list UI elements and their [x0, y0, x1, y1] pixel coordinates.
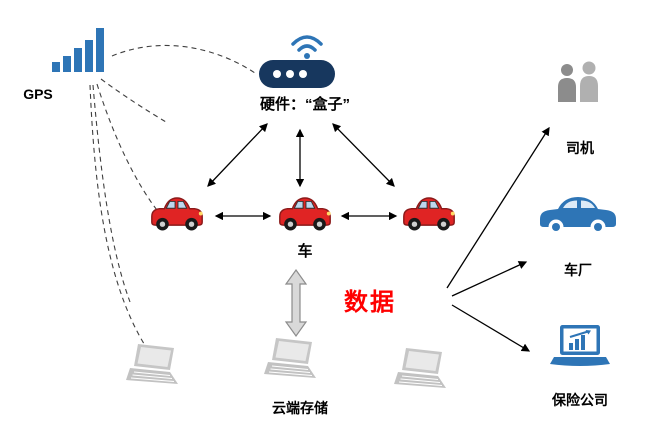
- dashed-link-gps-cloud: [89, 84, 147, 348]
- gps-dashed-links: [89, 44, 256, 348]
- data-label: 数据: [344, 290, 396, 316]
- thick-arrow-car-cloud: [284, 268, 308, 338]
- signal-bars-icon: [52, 28, 104, 72]
- arrow-data-factory: [451, 261, 528, 297]
- blue-car-icon: [540, 197, 616, 235]
- people-icon: [558, 61, 598, 102]
- car-label: 车: [297, 243, 313, 260]
- cloud-label: 云端存储: [272, 400, 328, 416]
- arrow-data-insurance: [451, 304, 531, 352]
- red-car-icon-1: [146, 193, 208, 236]
- arrow-router-car1: [207, 123, 268, 187]
- red-car-icon-3: [398, 193, 460, 236]
- laptop-chart-icon: [550, 325, 610, 366]
- dashed-link-gps-mid: [92, 84, 131, 303]
- hardware-label: 硬件：“盒子”: [259, 96, 350, 113]
- data-out-arrows: [446, 126, 550, 352]
- wifi-router-icon: [259, 35, 335, 88]
- arrow-router-car3: [332, 123, 395, 187]
- insurance-label: 保险公司: [552, 392, 608, 408]
- dashed-link-gps-car: [96, 83, 161, 215]
- gray-laptop-icon-1: [122, 344, 186, 392]
- gray-laptop-icon-2: [260, 338, 324, 386]
- gps-label: GPS: [23, 86, 53, 102]
- red-car-icon-2: [274, 193, 336, 236]
- dashed-link-gps-router: [111, 44, 256, 74]
- double-arrows: [207, 123, 398, 221]
- gray-laptop-icon-3: [390, 348, 454, 396]
- factory-label: 车厂: [564, 262, 592, 278]
- arrow-data-driver: [446, 126, 550, 289]
- driver-label: 司机: [566, 140, 594, 156]
- dashed-link-gps-short: [100, 78, 167, 123]
